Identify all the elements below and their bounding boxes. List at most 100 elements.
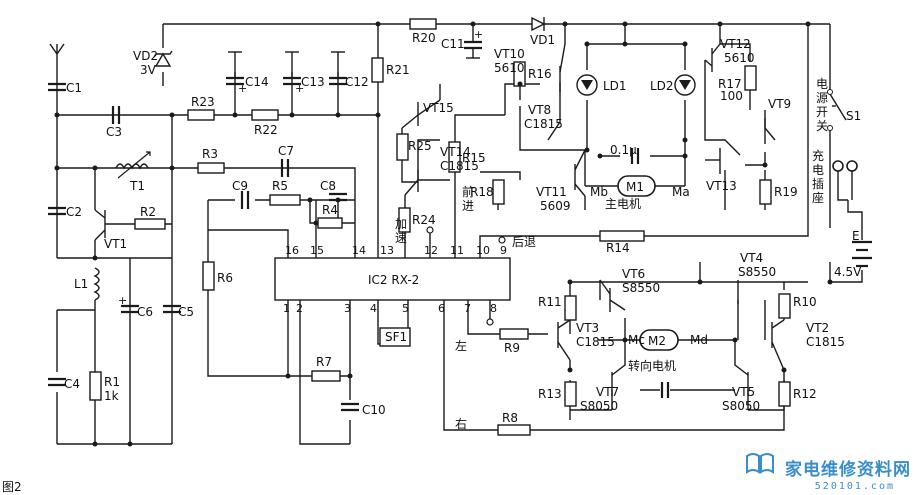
- label-sf1: SF1: [385, 330, 407, 344]
- label-vt7-type: S8050: [580, 399, 618, 413]
- capacitors: + + + +: [48, 24, 670, 412]
- label-charge-2: 电: [812, 163, 824, 177]
- label-r5: R5: [272, 179, 288, 193]
- pin-3: 3: [344, 302, 351, 315]
- label-r13: R13: [538, 387, 562, 401]
- pin-15: 15: [310, 244, 324, 257]
- motor-m1: M1: [617, 175, 656, 197]
- terminal-backward: [498, 236, 506, 244]
- label-r25: R25: [408, 139, 432, 153]
- label-vt12-type: 5610: [724, 51, 755, 65]
- label-vt13: VT13: [706, 179, 737, 193]
- pin-10: 10: [476, 244, 490, 257]
- junctions: [54, 21, 833, 447]
- label-r22: R22: [254, 123, 278, 137]
- label-s1: S1: [846, 109, 861, 123]
- resistor-r24: [398, 207, 411, 233]
- label-vt5-type: S8050: [722, 399, 760, 413]
- label-steer-motor: 转向电机: [628, 358, 676, 373]
- label-r23: R23: [191, 95, 215, 109]
- label-c4: C4: [64, 377, 80, 391]
- pin-11: 11: [450, 244, 464, 257]
- label-mc: Mc: [628, 333, 645, 347]
- pin-13: 13: [380, 244, 394, 257]
- capacitor-c5: [163, 304, 181, 314]
- led-ld2: [674, 74, 696, 96]
- label-c14: C14: [245, 75, 269, 89]
- resistors: [89, 18, 791, 436]
- function-labels: 主电机 转向电机 后退 左 右 加 速 前 进 电 源 开 关 充 电 插 座: [395, 77, 828, 431]
- motor-m2: M2: [639, 329, 679, 351]
- label-r21: R21: [386, 63, 410, 77]
- label-vt11: VT11: [536, 185, 567, 199]
- label-c6: C6: [137, 305, 153, 319]
- svg-text:+: +: [295, 82, 304, 95]
- label-c8: C8: [320, 179, 336, 193]
- label-mb: Mb: [590, 185, 608, 199]
- resistor-r11: [564, 295, 577, 321]
- resistor-r22: [251, 109, 279, 121]
- pin-4: 4: [370, 302, 377, 315]
- label-r20: R20: [412, 31, 436, 45]
- label-c7: C7: [278, 144, 294, 158]
- label-vt15: VT15: [423, 101, 454, 115]
- label-vt14-type: C1815: [440, 159, 479, 173]
- label-r6: R6: [217, 271, 233, 285]
- switch-s1: [827, 89, 847, 131]
- label-vt4: VT4: [740, 251, 763, 265]
- label-r7: R7: [316, 355, 332, 369]
- label-ma: Ma: [672, 185, 690, 199]
- ic2-body: [274, 257, 511, 301]
- capacitor-c7: [280, 159, 290, 177]
- label-r24: R24: [412, 213, 436, 227]
- capacitor-m2: [660, 382, 670, 398]
- label-r1: R1: [104, 375, 120, 389]
- resistor-r6: [202, 261, 215, 291]
- label-backward: 后退: [512, 235, 536, 249]
- svg-text:+: +: [118, 294, 127, 307]
- svg-text:M1: M1: [626, 180, 644, 194]
- label-ld1: LD1: [603, 79, 627, 93]
- label-r15: R15: [462, 151, 486, 165]
- label-accel-2: 速: [395, 231, 407, 245]
- transistor-vt10: [559, 43, 566, 92]
- terminal-accel: [426, 226, 434, 234]
- label-vt10: VT10: [494, 47, 525, 61]
- transistor-vt12: [704, 43, 721, 72]
- resistor-r13: [564, 381, 577, 407]
- transistor-vt1: [94, 209, 106, 241]
- label-c2: C2: [66, 205, 82, 219]
- capacitor-c2: [48, 206, 66, 216]
- capacitor-c6: +: [118, 294, 139, 314]
- wires: [56, 23, 863, 445]
- label-ld2: LD2: [650, 79, 674, 93]
- battery-e: [852, 240, 872, 268]
- coil-l1: [93, 267, 100, 301]
- label-power-3: 开: [816, 105, 828, 119]
- label-c3: C3: [106, 125, 122, 139]
- label-left: 左: [455, 338, 467, 353]
- label-vt4-type: S8550: [738, 265, 776, 279]
- antenna-icon: [49, 43, 65, 60]
- label-vt12: VT12: [720, 37, 751, 51]
- capacitor-c10: [341, 402, 359, 412]
- label-vt7: VT7: [596, 385, 619, 399]
- resistor-r1: [89, 371, 102, 401]
- label-vt1: VT1: [104, 237, 127, 251]
- label-r3: R3: [202, 147, 218, 161]
- label-charge-3: 插: [812, 177, 824, 191]
- pin-16: 16: [285, 244, 299, 257]
- transistor-vt2: [771, 319, 785, 371]
- label-r10: R10: [793, 295, 817, 309]
- capacitor-01u: [630, 148, 640, 164]
- led-ld1: [576, 74, 598, 96]
- label-vd1: VD1: [530, 33, 555, 47]
- resistor-r5: [269, 194, 301, 206]
- label-power-2: 源: [816, 91, 828, 105]
- resistor-r18: [492, 179, 505, 205]
- svg-text:+: +: [238, 82, 247, 95]
- label-c5: C5: [178, 305, 194, 319]
- label-forward-1: 前: [462, 184, 474, 199]
- transistor-vt11: [574, 149, 586, 197]
- label-vt2: VT2: [806, 321, 829, 335]
